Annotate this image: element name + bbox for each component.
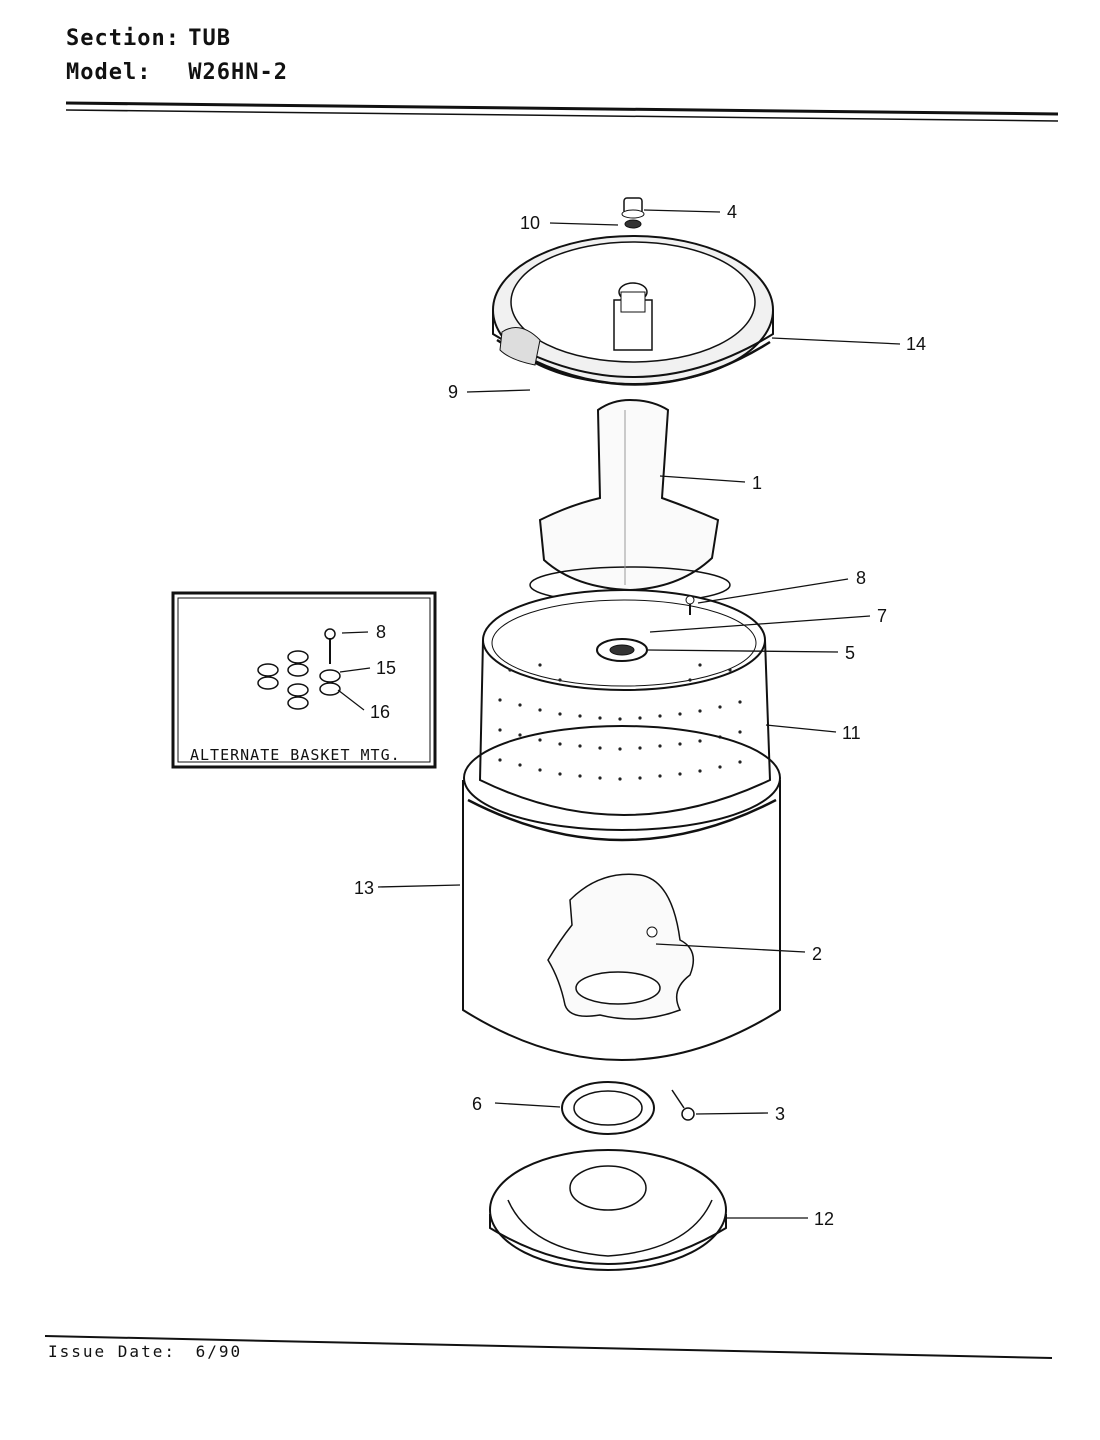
inset-callout-8: 8: [376, 622, 386, 642]
wash-basket: [478, 589, 772, 816]
callout-6: 6: [472, 1094, 482, 1114]
callout-11: 11: [842, 723, 861, 743]
callout-7: 7: [877, 606, 887, 626]
callout-1: 1: [752, 473, 762, 493]
section-label: Section:: [66, 26, 180, 51]
section-line: Section: TUB: [66, 26, 231, 51]
callout-9: 9: [448, 382, 458, 402]
footer-rule: [44, 1335, 1053, 1359]
model-value: W26HN-2: [188, 60, 288, 85]
issue-date-line: Issue Date: 6/90: [48, 1342, 242, 1361]
cap-nut: [621, 197, 645, 229]
header-rule-bottom: [65, 109, 1059, 122]
callout-14: 14: [906, 334, 926, 354]
callout-8: 8: [856, 568, 866, 588]
inset-caption: ALTERNATE BASKET MTG.: [190, 746, 401, 764]
callout-10: 10: [520, 213, 540, 233]
tub-base-plate: [489, 1149, 727, 1271]
inset-callout-16: 16: [370, 702, 390, 722]
basket-perforations: [498, 663, 742, 781]
outer-tub: [462, 725, 781, 1061]
tub-seal-gasket: [561, 1081, 655, 1135]
grommet-set: [257, 650, 341, 710]
callout-leaders: [377, 209, 901, 1219]
callout-2: 2: [812, 944, 822, 964]
callout-13: 13: [354, 878, 374, 898]
issue-date-label: Issue Date:: [48, 1342, 176, 1361]
header-rule-top: [65, 101, 1059, 116]
callout-12: 12: [814, 1209, 834, 1229]
callout-4: 4: [727, 202, 737, 222]
inset-callout-15: 15: [376, 658, 396, 678]
callout-3: 3: [775, 1104, 785, 1124]
model-label: Model:: [66, 60, 152, 85]
alternate-basket-inset: ALTERNATE BASKET MTG. 8 15 16: [171, 591, 437, 769]
agitator: [529, 282, 731, 604]
callout-5: 5: [845, 643, 855, 663]
section-value: TUB: [188, 26, 231, 51]
drain-bolt: [671, 1089, 695, 1121]
model-line: Model: W26HN-2: [66, 60, 288, 85]
issue-date-value: 6/90: [195, 1342, 243, 1361]
